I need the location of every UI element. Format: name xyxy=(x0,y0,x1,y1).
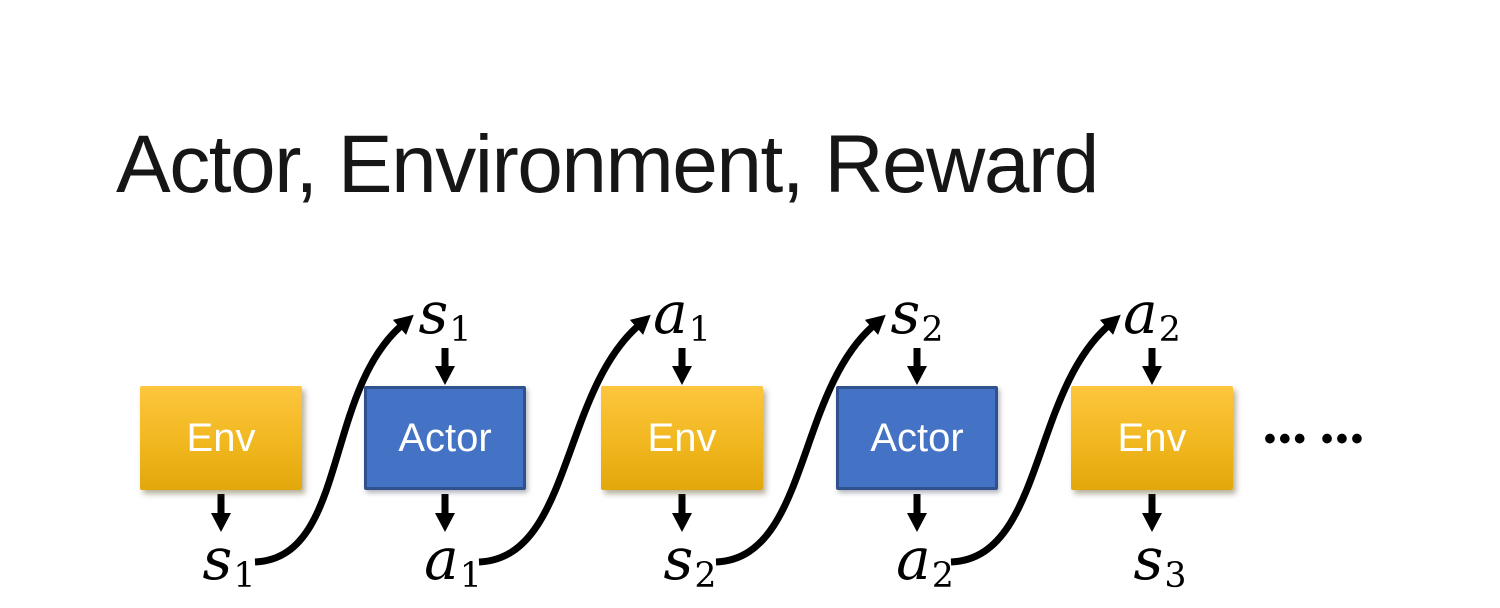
top-label-a2-sub: 2 xyxy=(1158,309,1181,350)
top-label-a1-base: a xyxy=(653,279,688,347)
bottom-label-a1-sub: 1 xyxy=(459,555,482,596)
top-label-a1: a1 xyxy=(653,284,711,347)
bottom-label-s2-sub: 2 xyxy=(694,555,717,596)
bottom-label-s3-base: s xyxy=(1133,525,1164,593)
bottom-label-a2-sub: 2 xyxy=(931,555,954,596)
bottom-label-s3: s3 xyxy=(1134,530,1187,593)
top-label-s1: s1 xyxy=(419,284,472,347)
actor-box-1-label: Actor xyxy=(398,415,492,460)
bottom-label-a1-base: a xyxy=(424,525,459,593)
top-label-s2-sub: 2 xyxy=(921,309,944,350)
env-box-1: Env xyxy=(140,386,302,490)
continuation-dots: ••• ••• xyxy=(1264,420,1366,458)
bottom-label-a2: a2 xyxy=(896,530,954,593)
actor-box-1: Actor xyxy=(364,386,526,490)
top-label-s2: s2 xyxy=(891,284,944,347)
actor-box-2: Actor xyxy=(836,386,998,490)
top-label-a2: a2 xyxy=(1123,284,1181,347)
bottom-label-s2-base: s xyxy=(663,525,694,593)
env-box-3-label: Env xyxy=(1117,415,1187,460)
bottom-label-s2: s2 xyxy=(664,530,717,593)
top-label-s2-base: s xyxy=(890,279,921,347)
bottom-label-s3-sub: 3 xyxy=(1164,555,1187,596)
bottom-label-s1-base: s xyxy=(202,525,233,593)
top-label-a2-base: a xyxy=(1123,279,1158,347)
top-label-s1-base: s xyxy=(418,279,449,347)
env-box-2-label: Env xyxy=(647,415,717,460)
slide-title: Actor, Environment, Reward xyxy=(116,119,1099,210)
env-box-3: Env xyxy=(1071,386,1233,490)
top-label-a1-sub: 1 xyxy=(688,309,711,350)
env-box-2: Env xyxy=(601,386,763,490)
bottom-label-a1: a1 xyxy=(424,530,482,593)
top-label-s1-sub: 1 xyxy=(449,309,472,350)
bottom-label-a2-base: a xyxy=(896,525,931,593)
actor-box-2-label: Actor xyxy=(870,415,964,460)
bottom-label-s1: s1 xyxy=(203,530,256,593)
bottom-label-s1-sub: 1 xyxy=(233,555,256,596)
env-box-1-label: Env xyxy=(186,415,256,460)
